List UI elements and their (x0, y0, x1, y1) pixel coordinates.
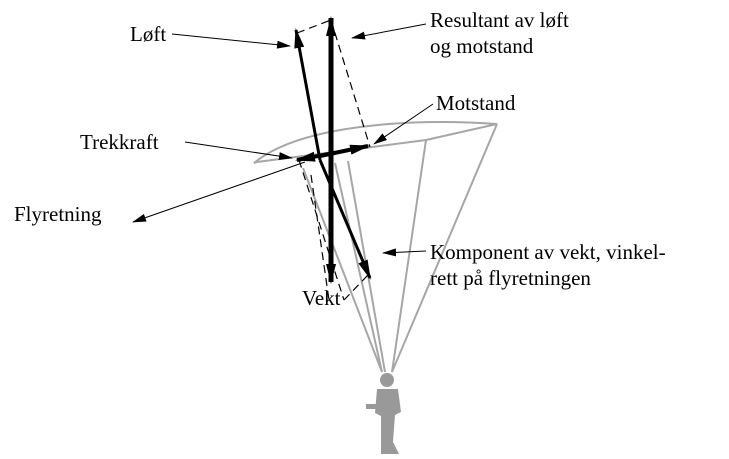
label-vekt: Vekt (302, 286, 341, 310)
label-loft: Løft (130, 22, 166, 46)
label-resultant-line2: og motstand (430, 34, 534, 58)
komponent-vector (318, 159, 372, 280)
label-komponent-line2: rett på flyretningen (430, 266, 591, 290)
label-motstand: Motstand (436, 91, 516, 115)
pilot-figure (366, 373, 401, 454)
label-komponent-line1: Komponent av vekt, vinkel- (430, 240, 666, 264)
motstand-vector (319, 144, 370, 158)
loft-vector (294, 28, 322, 161)
leader-lines (132, 23, 434, 257)
label-resultant-line1: Resultant av løft (430, 8, 569, 32)
label-trekkraft: Trekkraft (80, 130, 159, 154)
label-flyretning: Flyretning (14, 202, 102, 226)
force-vectors (294, 16, 372, 284)
